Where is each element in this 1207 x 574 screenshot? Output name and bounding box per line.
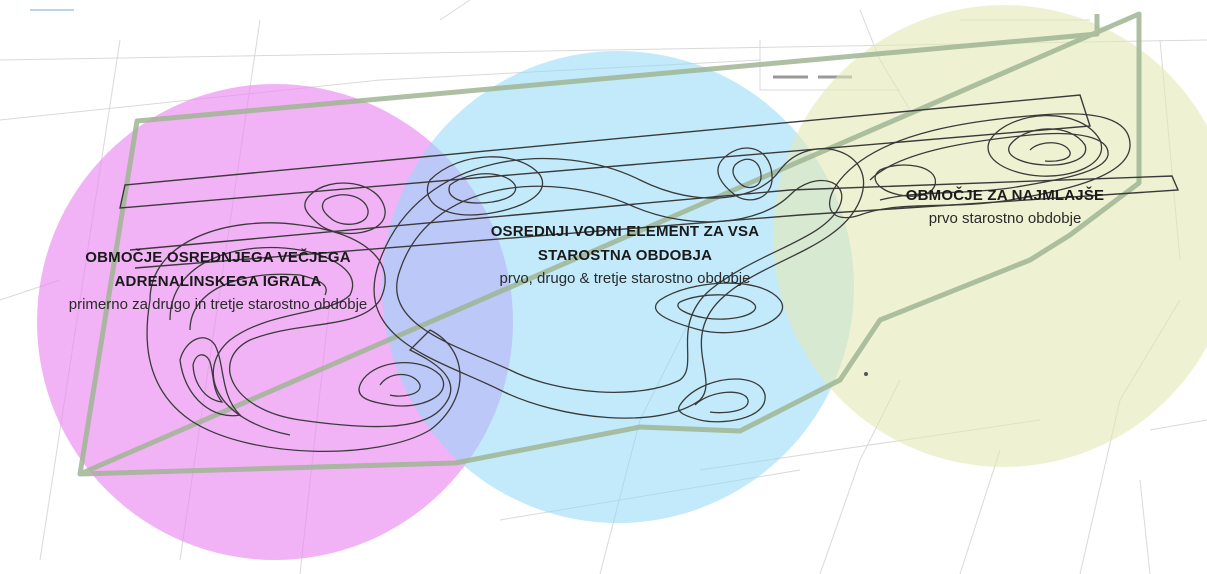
zone-subtitle-adrenalin: primerno za drugo in tretje starostno ob…	[68, 296, 368, 313]
site-boundary	[77, 11, 1142, 477]
zone-subtitle-water: prvo, drugo & tretje starostno obdobje	[499, 270, 751, 287]
zone-circle-water	[382, 51, 854, 523]
zone-title-youngest: OBMOČJE ZA NAJMLAJŠE	[905, 187, 1105, 204]
zone-title-water: OSREDNJI VODNI ELEMENT ZA VSA STAROSTNA …	[490, 223, 760, 264]
zone-label-youngest: OBMOČJE ZA NAJMLAJŠE prvo starostno obdo…	[880, 184, 1130, 230]
zone-label-adrenalin: OBMOČJE OSREDNJEGA VEČJEGA ADRENALINSKEG…	[18, 246, 418, 316]
zone-title-adrenalin: OBMOČJE OSREDNJEGA VEČJEGA ADRENALINSKEG…	[85, 249, 351, 290]
contour-lines	[146, 113, 1131, 453]
zone-subtitle-youngest: prvo starostno obdobje	[928, 210, 1082, 227]
survey-point	[864, 372, 868, 376]
path-outlines	[119, 94, 1180, 269]
header-accent-line	[30, 9, 74, 11]
zone-label-water: OSREDNJI VODNI ELEMENT ZA VSA STAROSTNA …	[440, 220, 810, 290]
zone-circle-youngest	[773, 5, 1207, 467]
